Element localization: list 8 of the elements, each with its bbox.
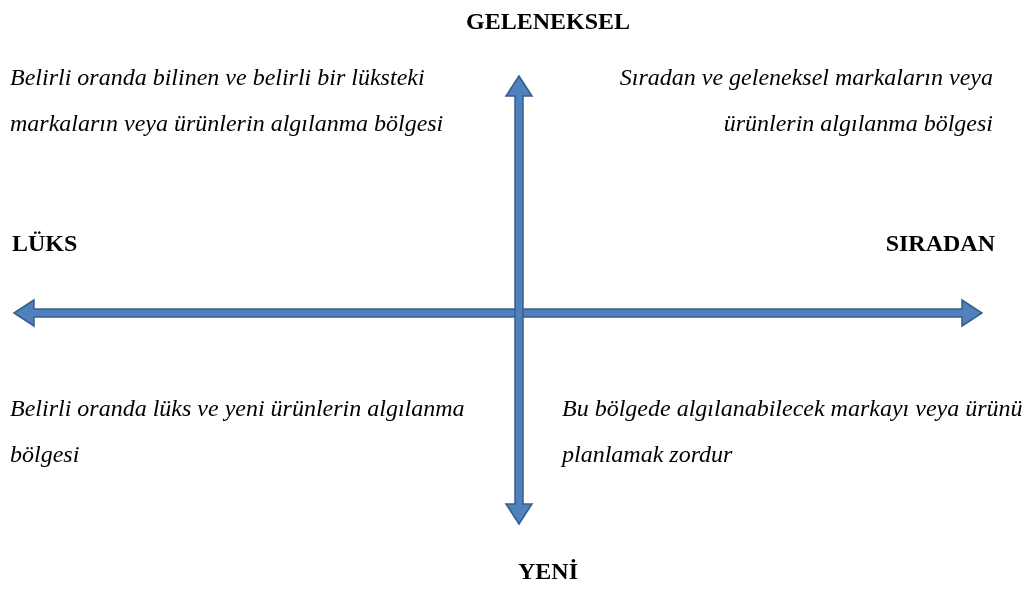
axis-label: SIRADAN [885,230,995,256]
quadrant-description: Sıradan ve geleneksel markaların veya ürünlerin algılanma bölgesi [619,64,993,136]
axis-label: YENİ [518,558,578,584]
axis-label: LÜKS [12,230,78,256]
quadrant-description: Belirli oranda bilinen ve belirli bir lüksteki markaların veya ürünlerin algılanma bölgesi [10,64,444,136]
axis-label: GELENEKSEL [465,8,631,34]
quadrant-description: Bu bölgede algılanabilecek markayı veya ürünü planlamak zordur [562,395,1023,467]
quadrant-description: Belirli oranda lüks ve yeni ürünlerin algılanma bölgesi [10,395,465,467]
